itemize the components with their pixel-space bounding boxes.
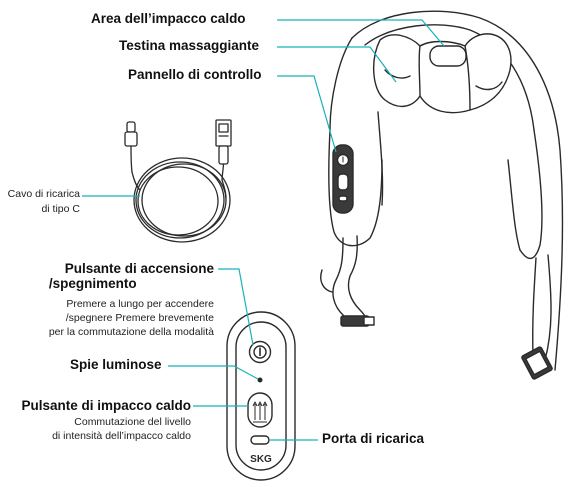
- brand-logo: SKG: [250, 454, 272, 465]
- label-power-group: Pulsante di accensione /spegnimento Prem…: [49, 261, 214, 339]
- label-heat-area: Area dell’impacco caldo: [91, 11, 246, 26]
- label-power-desc-3: per la commutazione della modalità: [48, 326, 214, 338]
- leader-heat-area: [277, 19, 445, 47]
- charging-cable: [124, 119, 232, 243]
- label-heat-button-title: Pulsante di impacco caldo: [21, 398, 191, 413]
- label-cable-line1: Cavo di ricarica: [7, 188, 80, 200]
- remote-control: [226, 311, 296, 481]
- leader-power: [218, 268, 254, 346]
- callout-lines: [82, 19, 445, 441]
- label-cable-line2: di tipo C: [41, 203, 80, 215]
- label-indicator: Spie luminose: [70, 357, 162, 372]
- label-control-panel: Pannello di controllo: [128, 67, 262, 82]
- label-charging-port: Porta di ricarica: [322, 431, 425, 446]
- label-cable: Cavo di ricarica di tipo C: [0, 188, 80, 215]
- leader-indicator: [168, 365, 259, 380]
- neck-massager: [320, 10, 564, 380]
- label-power-desc-1: Premere a lungo per accendere: [66, 298, 214, 310]
- label-heat-button-group: Pulsante di impacco caldo Commutazione d…: [21, 398, 191, 443]
- label-massage-head: Testina massaggiante: [119, 38, 260, 53]
- leader-control-panel: [277, 75, 337, 153]
- label-power-desc-2: /spegnere Premere brevemente: [65, 312, 214, 324]
- leader-massage-head: [277, 46, 397, 83]
- label-power-title-1: Pulsante di accensione: [64, 261, 214, 276]
- label-heat-desc-2: di intensità dell’impacco caldo: [52, 430, 191, 442]
- label-heat-desc-1: Commutazione del livello: [74, 416, 191, 428]
- label-power-title-2: /spegnimento: [48, 276, 137, 291]
